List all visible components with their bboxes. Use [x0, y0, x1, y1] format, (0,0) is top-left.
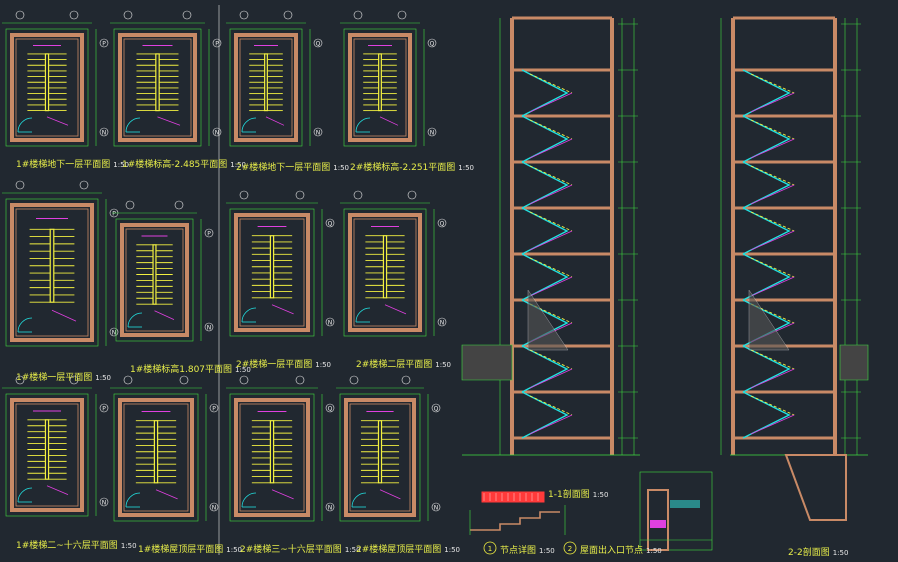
- stair-plan-8: QN: [340, 190, 447, 337]
- detail-title-text: 屋面出入口节点: [580, 546, 644, 556]
- stair-plan-11: QN: [226, 375, 335, 522]
- axis-label: P: [215, 41, 219, 48]
- stair-plan-10: PN: [110, 375, 219, 522]
- section-2-2: [720, 16, 861, 455]
- axis-label: N: [328, 320, 333, 327]
- node-detail-2: [639, 471, 713, 551]
- plan-title-text: 1#楼梯屋顶层平面图: [138, 545, 224, 555]
- axis-label: Q: [328, 406, 333, 413]
- plan-title-text: 1#楼梯一层平面图: [16, 373, 93, 383]
- stair-plan-12: QN: [336, 375, 441, 522]
- scale-label: 1:50: [315, 361, 332, 369]
- axis-label: N: [316, 130, 321, 137]
- stair-plan-5: PN: [2, 180, 119, 347]
- section-title-text: 1-1剖面图: [548, 490, 590, 500]
- detail-number: 2: [568, 545, 572, 553]
- axis-label: N: [430, 130, 435, 137]
- scale-label: 1:50: [444, 546, 461, 554]
- axis-label: N: [207, 325, 212, 332]
- axis-label: Q: [430, 41, 435, 48]
- axis-label: N: [434, 505, 439, 512]
- stair-plan-2: PN: [110, 10, 222, 147]
- plan-title-text: 2#楼梯三~十六层平面图: [240, 545, 342, 555]
- section-title-text: 2-2剖面图: [788, 548, 830, 558]
- axis-label: P: [102, 41, 106, 48]
- detail-marker: [563, 541, 577, 555]
- entry-canopy: [461, 344, 513, 381]
- stair-plan-6: PN: [112, 200, 214, 342]
- plan-title-text: 2#楼梯标高-2.251平面图: [350, 163, 456, 173]
- stair-plan-9: PN: [2, 375, 109, 517]
- scale-label: 1:50: [230, 161, 247, 169]
- axis-label: Q: [440, 221, 445, 228]
- plan-title-text: 2#楼梯屋顶层平面图: [356, 545, 442, 555]
- scale-label: 1:50: [226, 546, 243, 554]
- axis-label: N: [440, 320, 445, 327]
- scale-label: 1:50: [333, 164, 350, 172]
- detail-marker: [483, 541, 497, 555]
- axis-label: P: [212, 406, 216, 413]
- plan-title-text: 2#楼梯一层平面图: [236, 360, 313, 370]
- scale-label: 1:50: [95, 374, 112, 382]
- axis-label: N: [328, 505, 333, 512]
- node-detail-1: [469, 491, 566, 535]
- scale-label: 1:50: [435, 361, 452, 369]
- scale-label: 1:50: [539, 547, 555, 555]
- axis-label: Q: [328, 221, 333, 228]
- scale-label: 1:50: [832, 549, 849, 557]
- scale-label: 1:50: [235, 366, 251, 374]
- axis-label: N: [212, 505, 217, 512]
- plan-title-text: 2#楼梯二层平面图: [356, 360, 433, 370]
- axis-label: N: [102, 130, 107, 137]
- plan-title-text: 1#楼梯标高-2.485平面图: [122, 160, 228, 170]
- axis-label: N: [112, 330, 117, 337]
- axis-label: P: [207, 231, 211, 238]
- scale-label: 1:50: [113, 161, 130, 169]
- plan-title-text: 1#楼梯标高1.807平面图: [130, 365, 233, 375]
- axis-label: N: [215, 130, 220, 137]
- stair-plan-1: PN: [2, 10, 109, 147]
- section-1-1: [499, 16, 638, 455]
- plan-title-text: 1#楼梯二~十六层平面图: [16, 541, 118, 551]
- axis-label: Q: [316, 41, 321, 48]
- axis-label: P: [112, 211, 116, 218]
- axis-label: Q: [434, 406, 439, 413]
- plan-title-text: 2#楼梯地下一层平面图: [236, 163, 331, 173]
- entry-canopy: [839, 344, 869, 381]
- axis-label: P: [102, 406, 106, 413]
- scale-label: 1:50: [458, 164, 475, 172]
- stair-plan-3: QN: [226, 10, 323, 147]
- axis-label: N: [102, 500, 107, 507]
- detail-title-text: 节点详图: [500, 546, 537, 556]
- stair-plan-7: QN: [226, 190, 335, 337]
- stair-plan-4: QN: [340, 10, 437, 147]
- scale-label: 1:50: [344, 546, 361, 554]
- plan-title-text: 1#楼梯地下一层平面图: [16, 160, 111, 170]
- scale-label: 1:50: [592, 491, 609, 499]
- scale-label: 1:50: [646, 547, 662, 555]
- detail-number: 1: [488, 545, 492, 553]
- scale-label: 1:50: [120, 542, 137, 550]
- foundation: [784, 454, 847, 521]
